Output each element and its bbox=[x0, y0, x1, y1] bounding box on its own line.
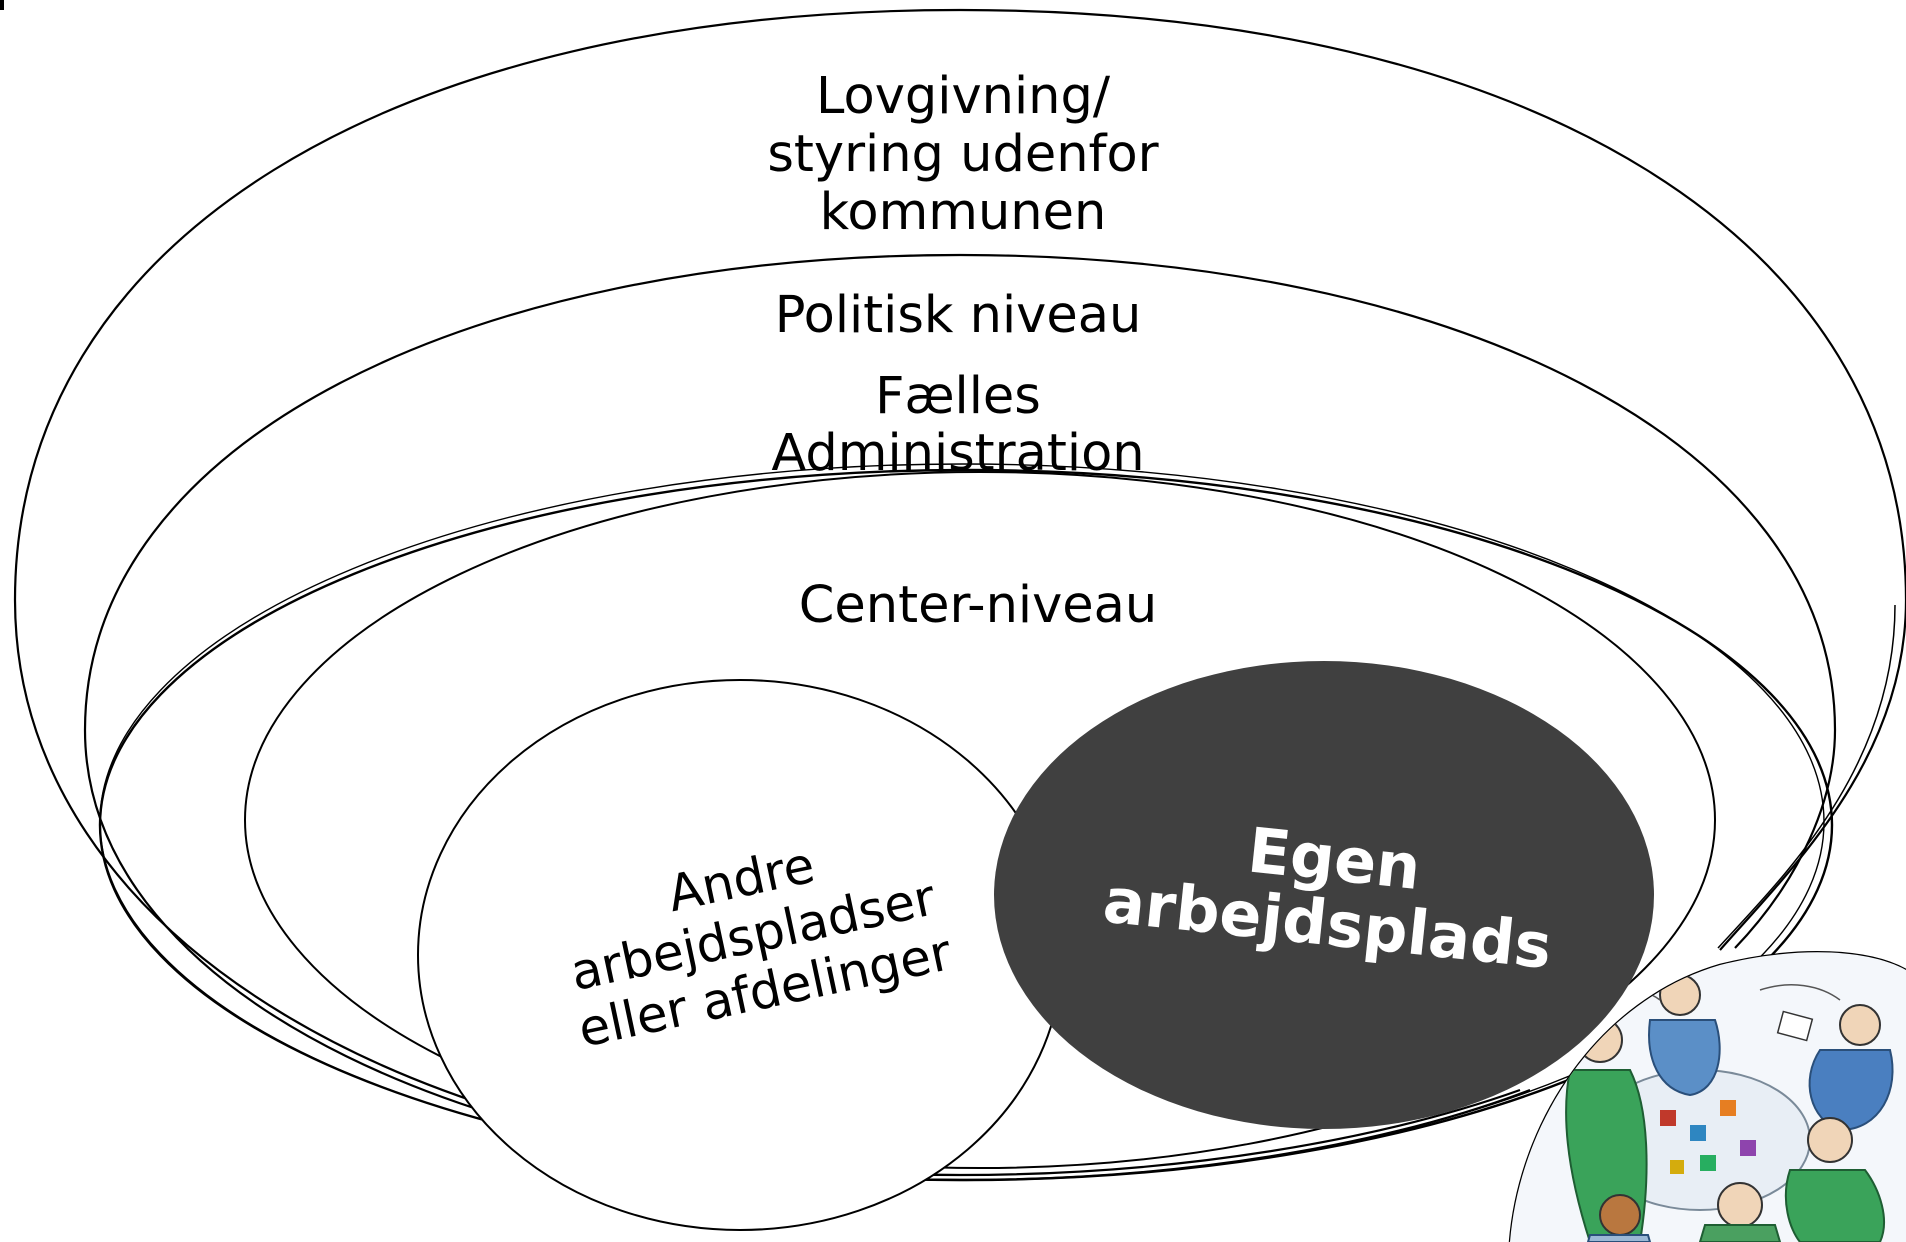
ellipse-own-workplace bbox=[994, 661, 1654, 1129]
label-faelles-line2: Administration bbox=[771, 424, 1144, 483]
label-lovgivning-line3: kommunen bbox=[820, 183, 1107, 242]
ellipse-level-center bbox=[244, 471, 1716, 1169]
label-center: Center-niveau bbox=[799, 576, 1157, 635]
person-icon bbox=[1659, 974, 1701, 1016]
person-icon bbox=[1839, 1004, 1881, 1046]
label-lovgivning-line2: styring udenfor bbox=[767, 125, 1158, 184]
label-own-line1: Egen bbox=[1245, 813, 1425, 904]
ellipse-level-lovgivning-inner-trace bbox=[1717, 604, 1896, 949]
label-politisk: Politisk niveau bbox=[775, 286, 1142, 345]
ellipse-level-faelles-trace bbox=[99, 463, 1825, 1181]
label-lovgivning: Lovgivning/ styring udenfor kommunen bbox=[767, 67, 1158, 242]
person-icon bbox=[1807, 1117, 1853, 1163]
label-faelles-line1: Fælles bbox=[875, 367, 1041, 426]
corner-mark bbox=[0, 0, 4, 10]
label-faelles: Fælles Administration bbox=[771, 367, 1144, 483]
person-icon bbox=[1599, 1194, 1641, 1236]
person-icon bbox=[1717, 1182, 1763, 1228]
label-lovgivning-line1: Lovgivning/ bbox=[816, 67, 1111, 126]
